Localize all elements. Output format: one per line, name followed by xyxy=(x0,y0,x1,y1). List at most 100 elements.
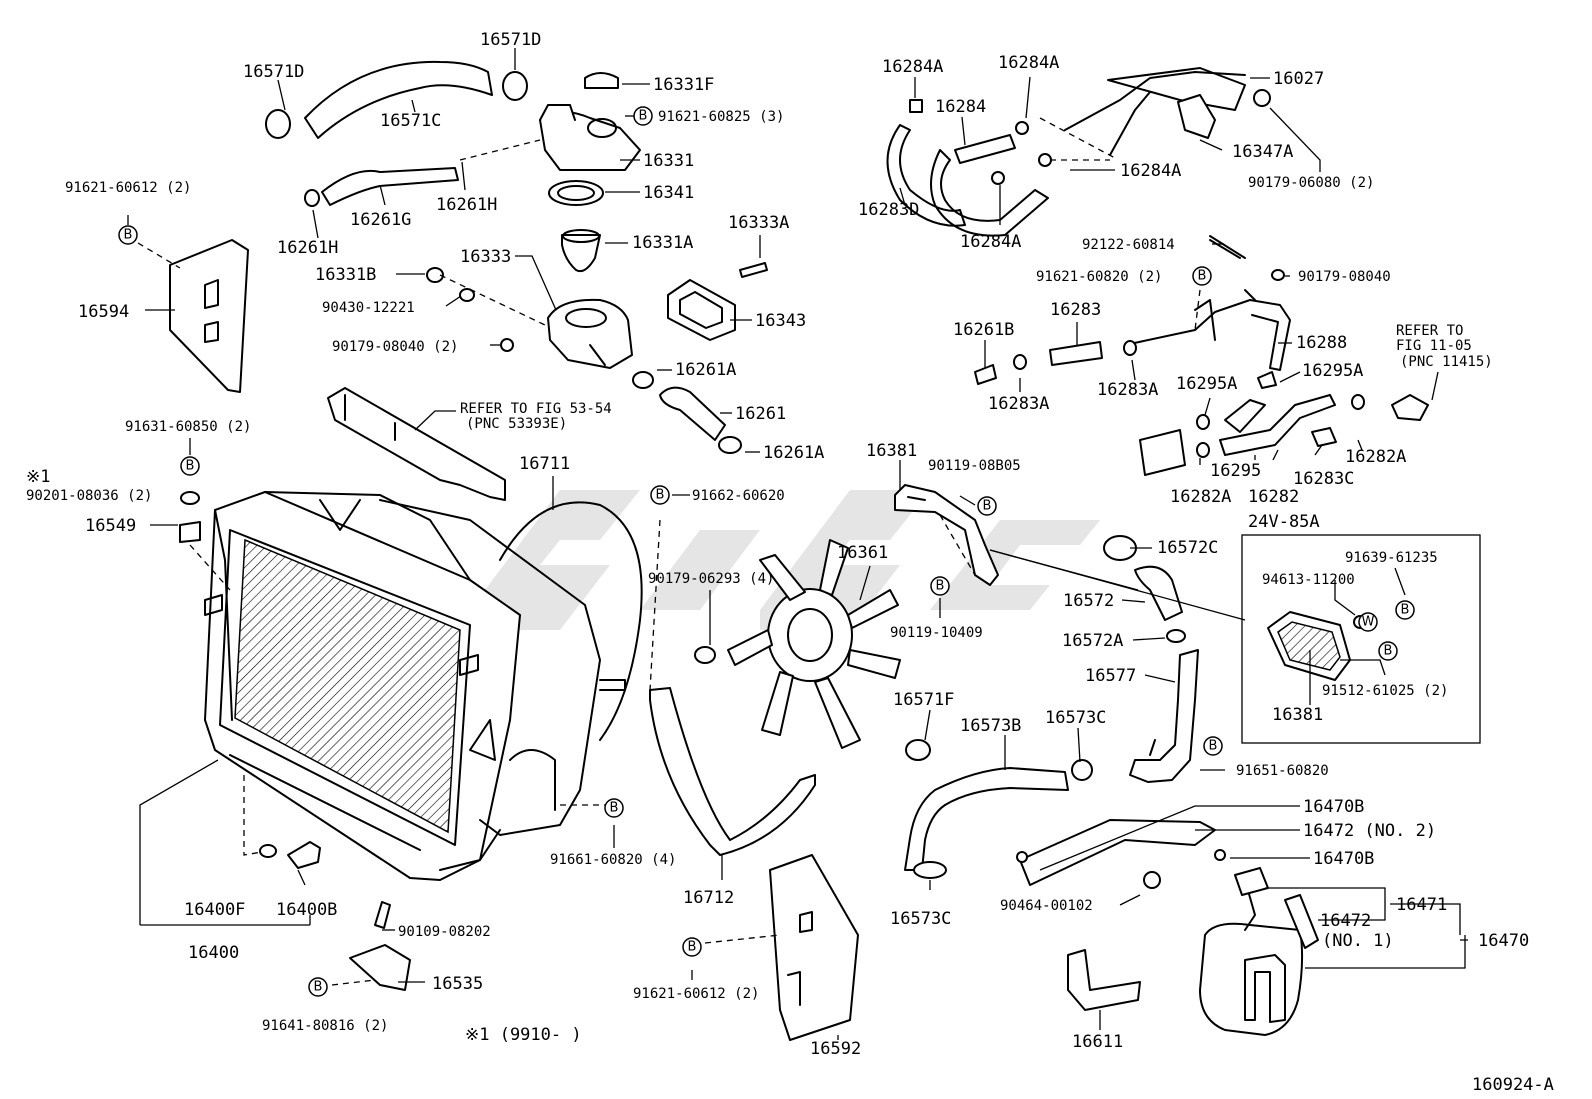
label-16400F: 16400F xyxy=(184,900,245,920)
label-16027: 16027 xyxy=(1273,69,1324,89)
label-16261G: 16261G xyxy=(350,210,411,230)
svg-text:B: B xyxy=(656,488,665,503)
label-16711: 16711 xyxy=(519,454,570,474)
label-16571D: 16571D xyxy=(480,30,541,50)
label-16577: 16577 xyxy=(1085,666,1136,686)
svg-text:B: B xyxy=(1384,644,1393,659)
svg-text:B: B xyxy=(688,940,697,955)
label-90109-08202: 90109-08202 xyxy=(398,924,491,940)
label-16572C: 16572C xyxy=(1157,538,1218,558)
hose-16572 xyxy=(1103,535,1183,621)
label-fig-11-05: FIG 11-05 xyxy=(1396,338,1472,354)
label-92122-60814: 92122-60814 xyxy=(1082,237,1175,253)
bolt-marker-b4: B xyxy=(650,485,670,505)
label-91621-60612: 91621-60612 (2) xyxy=(65,180,191,196)
label-91639-61235: 91639-61235 xyxy=(1345,550,1438,566)
label-91631-60850: 91631-60850 (2) xyxy=(125,419,251,435)
guard-16594 xyxy=(169,239,249,393)
label-16470B: 16470B xyxy=(1313,849,1374,869)
svg-text:B: B xyxy=(639,109,648,124)
label-90430-12221: 90430-12221 xyxy=(322,300,415,316)
label-90179-06080: 90179-06080 (2) xyxy=(1248,175,1374,191)
label-16282A: 16282A xyxy=(1345,447,1406,467)
label-16331A: 16331A xyxy=(632,233,693,253)
label-91621-60820: 91621-60820 (2) xyxy=(1036,269,1162,285)
label-90201-08036: 90201-08036 (2) xyxy=(26,488,152,504)
label-16331F: 16331F xyxy=(653,75,714,95)
label-90179-08040: 90179-08040 (2) xyxy=(332,339,458,355)
hose-16261G xyxy=(304,167,459,207)
svg-text:W: W xyxy=(1362,615,1375,630)
label-16288: 16288 xyxy=(1296,333,1347,353)
label-16331: 16331 xyxy=(643,151,694,171)
leader-lines xyxy=(127,48,1468,1040)
label-16571C: 16571C xyxy=(380,111,441,131)
label-16331B: 16331B xyxy=(315,265,376,285)
svg-text:B: B xyxy=(186,459,195,474)
bolt-marker-b6: B xyxy=(930,576,950,596)
housing-16333 xyxy=(547,298,633,369)
label-16712: 16712 xyxy=(683,888,734,908)
label-16283A: 16283A xyxy=(988,394,1049,414)
bolt-marker-b2: B xyxy=(118,225,138,245)
pipe-16027 xyxy=(1064,67,1271,156)
label-91661-60820: 91661-60820 (4) xyxy=(550,852,676,868)
bolt-marker-b3: B xyxy=(180,456,200,476)
label-pnc-53393e: (PNC 53393E) xyxy=(466,416,567,432)
label-16282A: 16282A xyxy=(1170,487,1231,507)
bolt-marker-w1: W xyxy=(1358,612,1378,632)
label-16283A: 16283A xyxy=(1097,380,1158,400)
hose-16577 xyxy=(1129,649,1199,783)
label-16573C: 16573C xyxy=(1045,708,1106,728)
label-16295A: 16295A xyxy=(1176,374,1237,394)
label-16573B: 16573B xyxy=(960,716,1021,736)
label-91641-80816: 91641-80816 (2) xyxy=(262,1018,388,1034)
diagram-id: 160924-A xyxy=(1472,1075,1554,1095)
label-16472: 16472 xyxy=(1320,911,1371,931)
label-91662-60620: 91662-60620 xyxy=(692,488,785,504)
label-16261A: 16261A xyxy=(763,443,824,463)
bolt-marker-b9: B xyxy=(1378,641,1398,661)
bolt-marker-b5: B xyxy=(977,496,997,516)
pipe-16288 xyxy=(1124,239,1291,371)
label-16572A: 16572A xyxy=(1062,631,1123,651)
svg-text:B: B xyxy=(124,228,133,243)
label-pnc-11415: (PNC 11415) xyxy=(1400,354,1493,370)
label-16361: 16361 xyxy=(837,543,888,563)
label-16400: 16400 xyxy=(188,943,239,963)
label-16535: 16535 xyxy=(432,974,483,994)
label-16549: 16549 xyxy=(85,516,136,536)
label-16333A: 16333A xyxy=(728,213,789,233)
bolt-markers: B B B B B B B B B B B B B W xyxy=(118,106,1415,997)
label-91512-61025: 91512-61025 (2) xyxy=(1322,683,1448,699)
label-16471: 16471 xyxy=(1396,895,1447,915)
label-16571D: 16571D xyxy=(243,62,304,82)
hose-16261 xyxy=(632,371,742,454)
label-16284A: 16284A xyxy=(998,53,1059,73)
label-90179-08040: 90179-08040 xyxy=(1298,269,1391,285)
label-16283D: 16283D xyxy=(858,200,919,220)
hose-16283D xyxy=(886,99,1049,237)
label-16261: 16261 xyxy=(735,404,786,424)
label-16333: 16333 xyxy=(460,247,511,267)
fan-shroud-16711 xyxy=(379,499,643,836)
bracket-16611 xyxy=(1067,949,1141,1011)
label-16572: 16572 xyxy=(1063,591,1114,611)
water-outlet-16331 xyxy=(539,72,641,206)
hoses-16295 xyxy=(1139,394,1429,476)
label-16284: 16284 xyxy=(935,97,986,117)
label-16261H: 16261H xyxy=(277,238,338,258)
svg-text:B: B xyxy=(610,801,619,816)
label-16381: 16381 xyxy=(1272,705,1323,725)
label-16571F: 16571F xyxy=(893,690,954,710)
hose-16571C xyxy=(265,60,528,139)
label-91621-60612: 91621-60612 (2) xyxy=(633,986,759,1002)
label-90119-10409: 90119-10409 xyxy=(890,625,983,641)
svg-text:B: B xyxy=(314,980,323,995)
baffle-53393E xyxy=(327,387,506,501)
label-16261B: 16261B xyxy=(953,320,1014,340)
label-16284A: 16284A xyxy=(1120,161,1181,181)
label-16472-no2: 16472 (NO. 2) xyxy=(1303,821,1436,841)
bolt-marker-b1: B xyxy=(633,106,653,126)
label-94613-11200: 94613-11200 xyxy=(1262,572,1355,588)
